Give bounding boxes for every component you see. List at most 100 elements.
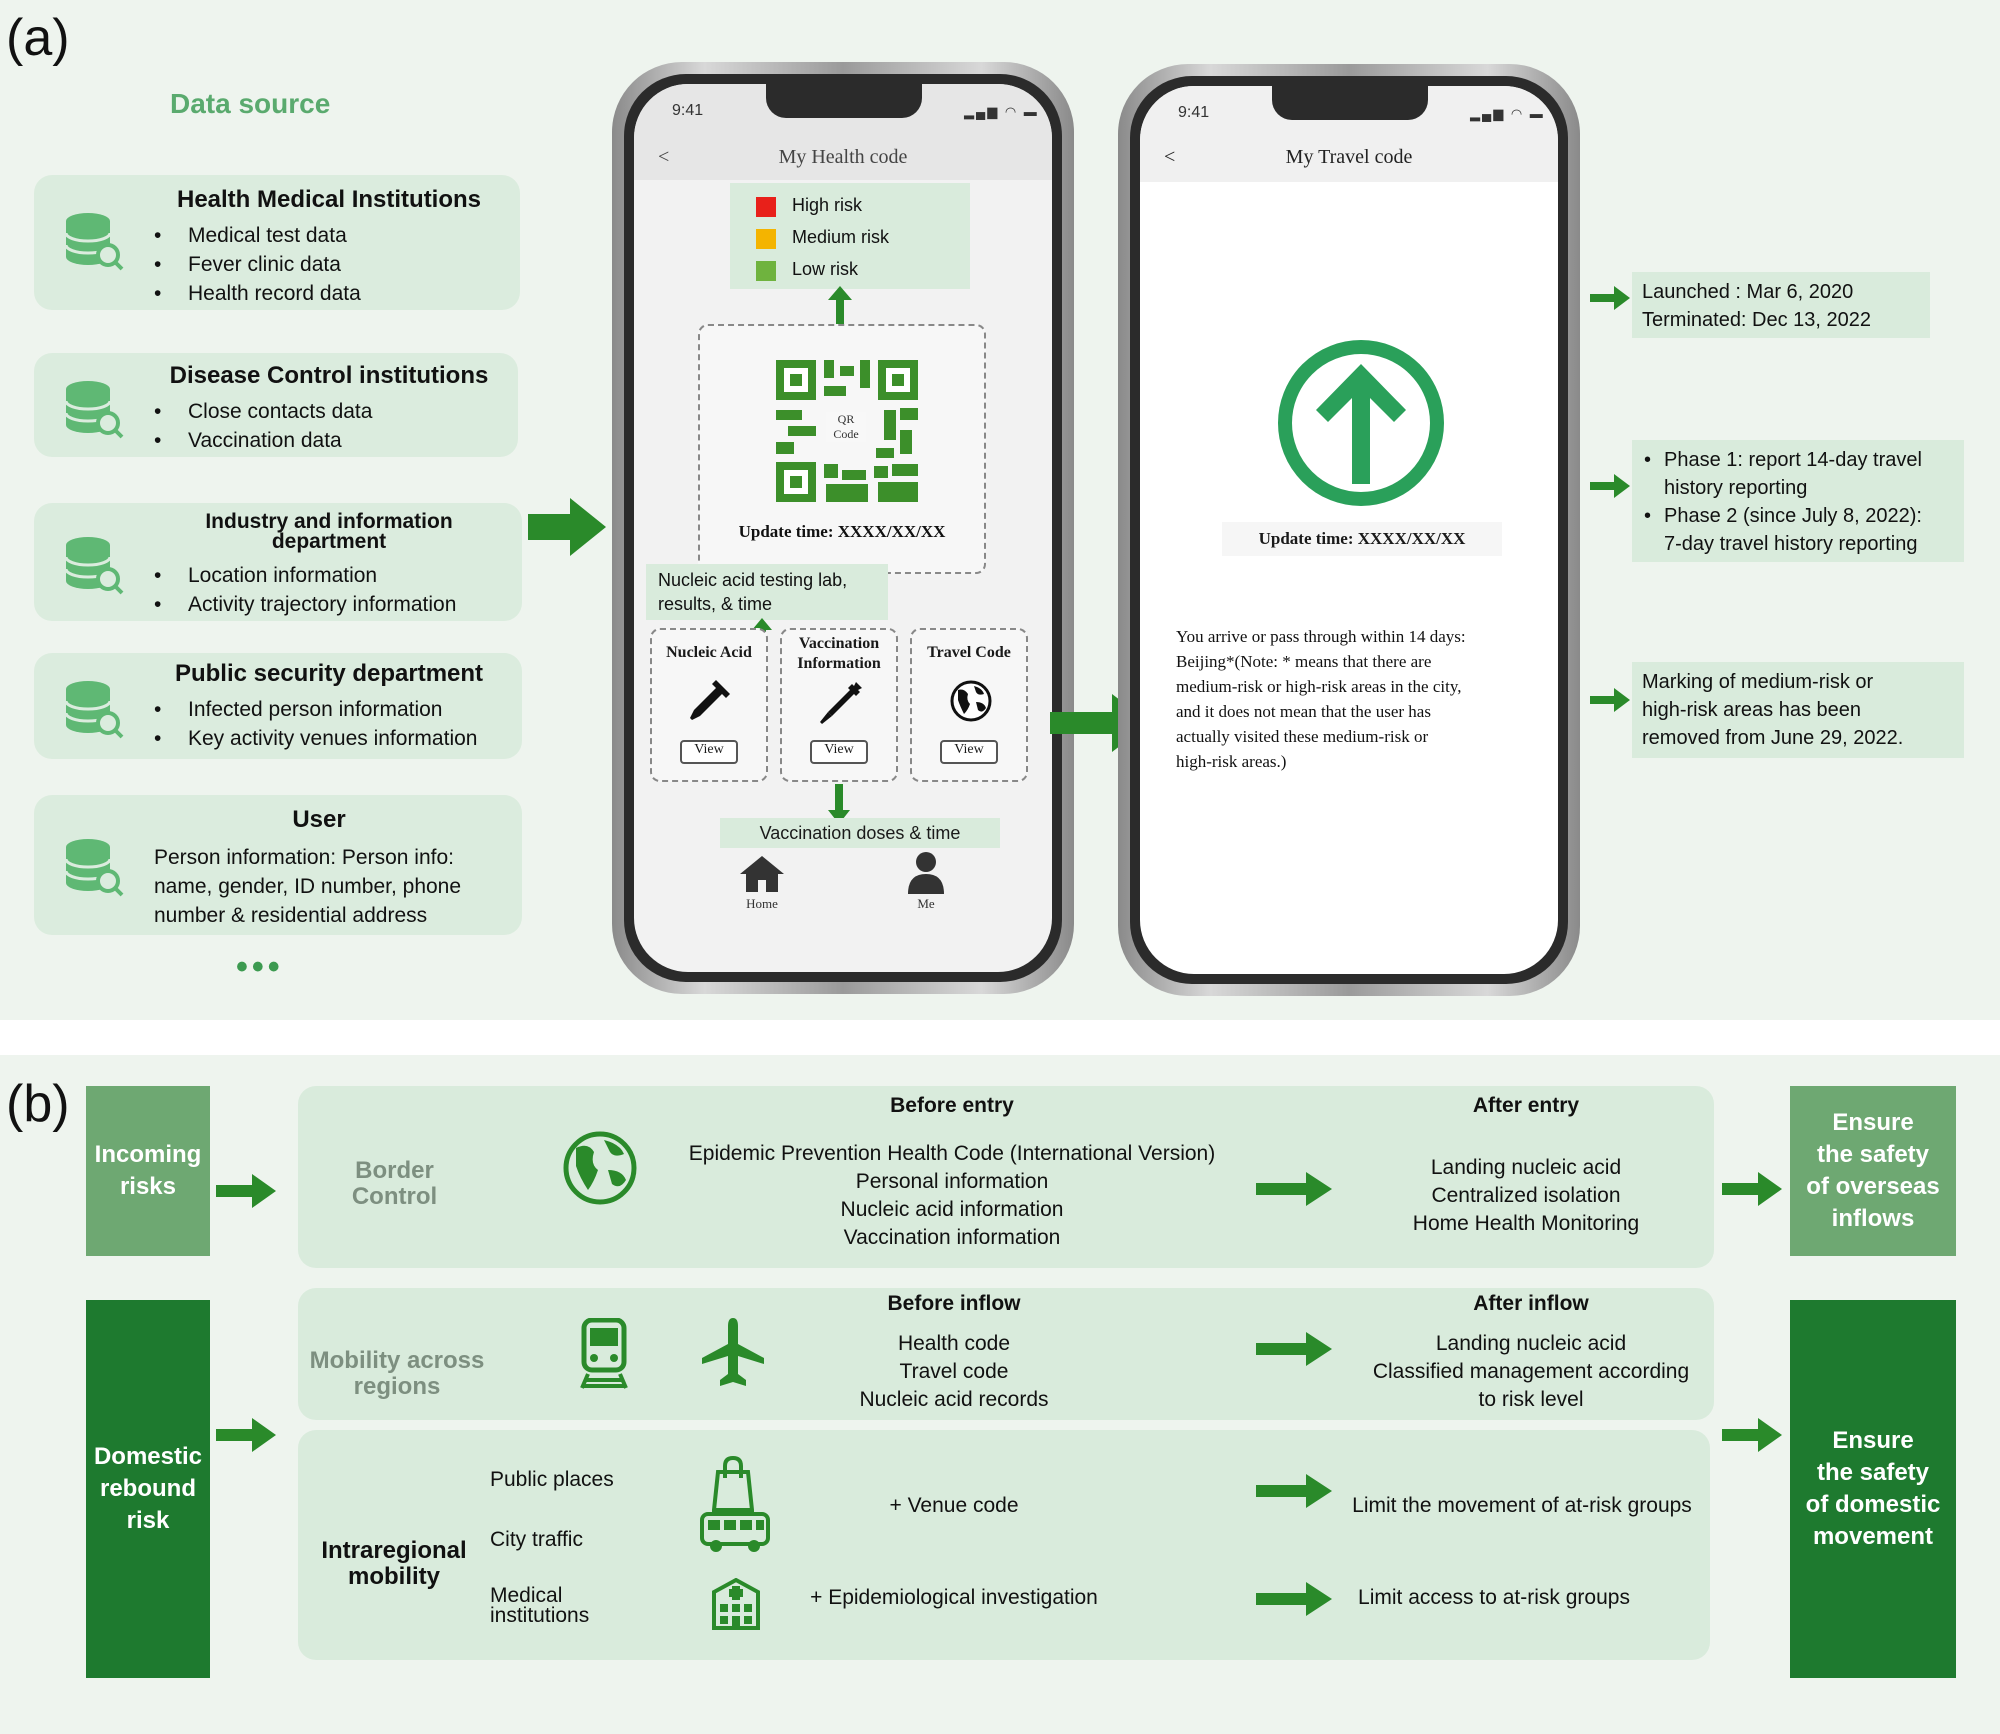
nucleic-note-line: results, & time [658, 594, 773, 614]
qr-label-line: Code [833, 427, 859, 441]
incoming-line: Incoming [94, 1141, 202, 1168]
before-inflow-head: Before inflow [887, 1292, 1021, 1315]
syringe-icon [820, 682, 862, 724]
home-icon[interactable] [738, 854, 786, 894]
travel-message-line: medium-risk or high-risk areas in the ci… [1176, 677, 1462, 696]
source-item: Key activity venues information [154, 724, 477, 753]
after-inflow-list: Landing nucleic acid Classified manageme… [1346, 1330, 1716, 1414]
source-user: User Person information: Person info: na… [34, 795, 522, 935]
ensure-domestic-line: of domestic [1805, 1491, 1941, 1518]
source-item: Fever clinic data [154, 250, 361, 279]
before-entry-item: Vaccination information [843, 1226, 1061, 1249]
source-health-medical: Health Medical Institutions Medical test… [34, 175, 520, 310]
public-places-label: Public places [490, 1468, 614, 1491]
marking-line: high-risk areas has been [1642, 699, 1862, 721]
arrow-right-icon [1722, 1172, 1782, 1206]
before-entry-item: Personal information [855, 1170, 1049, 1193]
before-inflow-list: Health code Travel code Nucleic acid rec… [804, 1330, 1104, 1414]
travel-message-line: high-risk areas.) [1176, 752, 1287, 771]
ensure-domestic-line: movement [1812, 1523, 1934, 1550]
more-dots: ••• [236, 948, 284, 986]
domestic-line: Domestic [93, 1443, 203, 1470]
header-title: My Travel code [1285, 146, 1413, 168]
mobility-label-line: regions [353, 1373, 441, 1400]
after-entry-item: Landing nucleic acid [1430, 1156, 1622, 1179]
source-title: Disease Control institutions [169, 362, 489, 389]
back-button[interactable]: < [658, 146, 670, 168]
before-entry-item: Nucleic acid information [840, 1198, 1064, 1221]
qr-update-time: Update time: XXXX/XX/XX [738, 522, 946, 541]
after-inflow-head: After inflow [1473, 1292, 1589, 1315]
source-title: Health Medical Institutions [176, 186, 482, 213]
travel-message-line: and it does not mean that the user has [1176, 702, 1431, 721]
panel-b-label: (b) [6, 1075, 70, 1133]
source-item: Close contacts data [154, 397, 372, 426]
before-entry-list: Epidemic Prevention Health Code (Interna… [652, 1140, 1252, 1252]
mobility-box [298, 1288, 1714, 1420]
border-control-label: Border Control [351, 1157, 438, 1210]
phase-line: Phase 2 (since July 8, 2022): [1664, 505, 1922, 527]
after-inflow-item: Landing nucleic acid [1435, 1332, 1627, 1355]
user-icon[interactable] [906, 850, 946, 894]
source-title-line: Industry and information [205, 510, 453, 533]
source-disease-control: Disease Control institutions Close conta… [34, 353, 518, 457]
source-title-line: department [271, 530, 387, 553]
risk-legend: High risk Medium risk Low risk [730, 183, 970, 289]
high-risk-label: High risk [792, 195, 863, 215]
arrow-right-icon [1256, 1582, 1332, 1616]
card-vaccination[interactable]: Vaccination Information View [780, 628, 898, 782]
card-title-line: Information [797, 655, 881, 672]
source-item: Health record data [154, 279, 361, 308]
airplane-icon [702, 1318, 764, 1386]
marking-note: Marking of medium-risk or high-risk area… [1632, 662, 1964, 758]
view-button[interactable]: View [810, 740, 868, 764]
card-title-line: Vaccination [798, 635, 880, 652]
source-title: Industry and information department [144, 510, 514, 553]
card-title: Travel Code [927, 644, 1011, 661]
nav-me-label[interactable]: Me [917, 896, 935, 911]
source-item: Activity trajectory information [154, 590, 456, 619]
arrow-right-icon [1256, 1172, 1332, 1206]
after-entry-list: Landing nucleic acid Centralized isolati… [1376, 1154, 1676, 1238]
source-title: Public security department [174, 660, 484, 687]
data-source-title: Data source [170, 88, 331, 119]
ensure-domestic-line: the safety [1816, 1459, 1930, 1486]
nav-home-label[interactable]: Home [746, 896, 778, 911]
travel-message-line: Beijing*(Note: * means that there are [1176, 652, 1432, 671]
terminated-text: Terminated: Dec 13, 2022 [1642, 309, 1872, 331]
low-risk-label: Low risk [792, 259, 859, 279]
limit-access: Limit access to at-risk groups [1358, 1586, 1630, 1609]
ensure-overseas-line: the safety [1816, 1141, 1930, 1168]
phase-line: history reporting [1664, 477, 1808, 499]
ensure-overseas-line: Ensure [1832, 1109, 1914, 1136]
dropper-icon [690, 680, 730, 720]
nucleic-note: Nucleic acid testing lab, results, & tim… [646, 564, 888, 620]
arrow-right-icon [1256, 1332, 1332, 1366]
border-control-box [298, 1086, 1714, 1268]
back-button[interactable]: < [1164, 146, 1176, 168]
qr-label: QR Code [826, 412, 866, 442]
launched-text: Launched : Mar 6, 2020 [1642, 281, 1854, 303]
high-risk-swatch [756, 197, 776, 217]
intraregional-label-line: mobility [347, 1563, 440, 1590]
card-nucleic-acid[interactable]: Nucleic Acid View [650, 628, 768, 782]
domestic-line: rebound [99, 1475, 196, 1502]
arrow-right-icon [1590, 286, 1630, 310]
qr-code-icon[interactable] [776, 360, 918, 502]
phase-line: Phase 1: report 14-day travel [1664, 449, 1922, 471]
domestic-line: risk [126, 1507, 170, 1534]
marking-line: removed from June 29, 2022. [1642, 727, 1904, 749]
phases: Phase 1: report 14-day travel history re… [1632, 440, 1964, 562]
after-inflow-item: to risk level [1478, 1388, 1584, 1411]
arrow-down-icon [828, 784, 850, 824]
header-title: My Health code [778, 146, 908, 168]
view-button[interactable]: View [940, 740, 998, 764]
travel-update-time: Update time: XXXX/XX/XX [1222, 522, 1502, 556]
medium-risk-swatch [756, 229, 776, 249]
arrow-right-icon [216, 1174, 276, 1208]
view-button[interactable]: View [680, 740, 738, 764]
mobility-label-line: Mobility across [309, 1347, 485, 1374]
source-line: number & residential address [154, 904, 428, 927]
card-travel-code[interactable]: Travel Code View [910, 628, 1028, 782]
phase-item: Phase 2 (since July 8, 2022): 7-day trav… [1642, 502, 1954, 558]
